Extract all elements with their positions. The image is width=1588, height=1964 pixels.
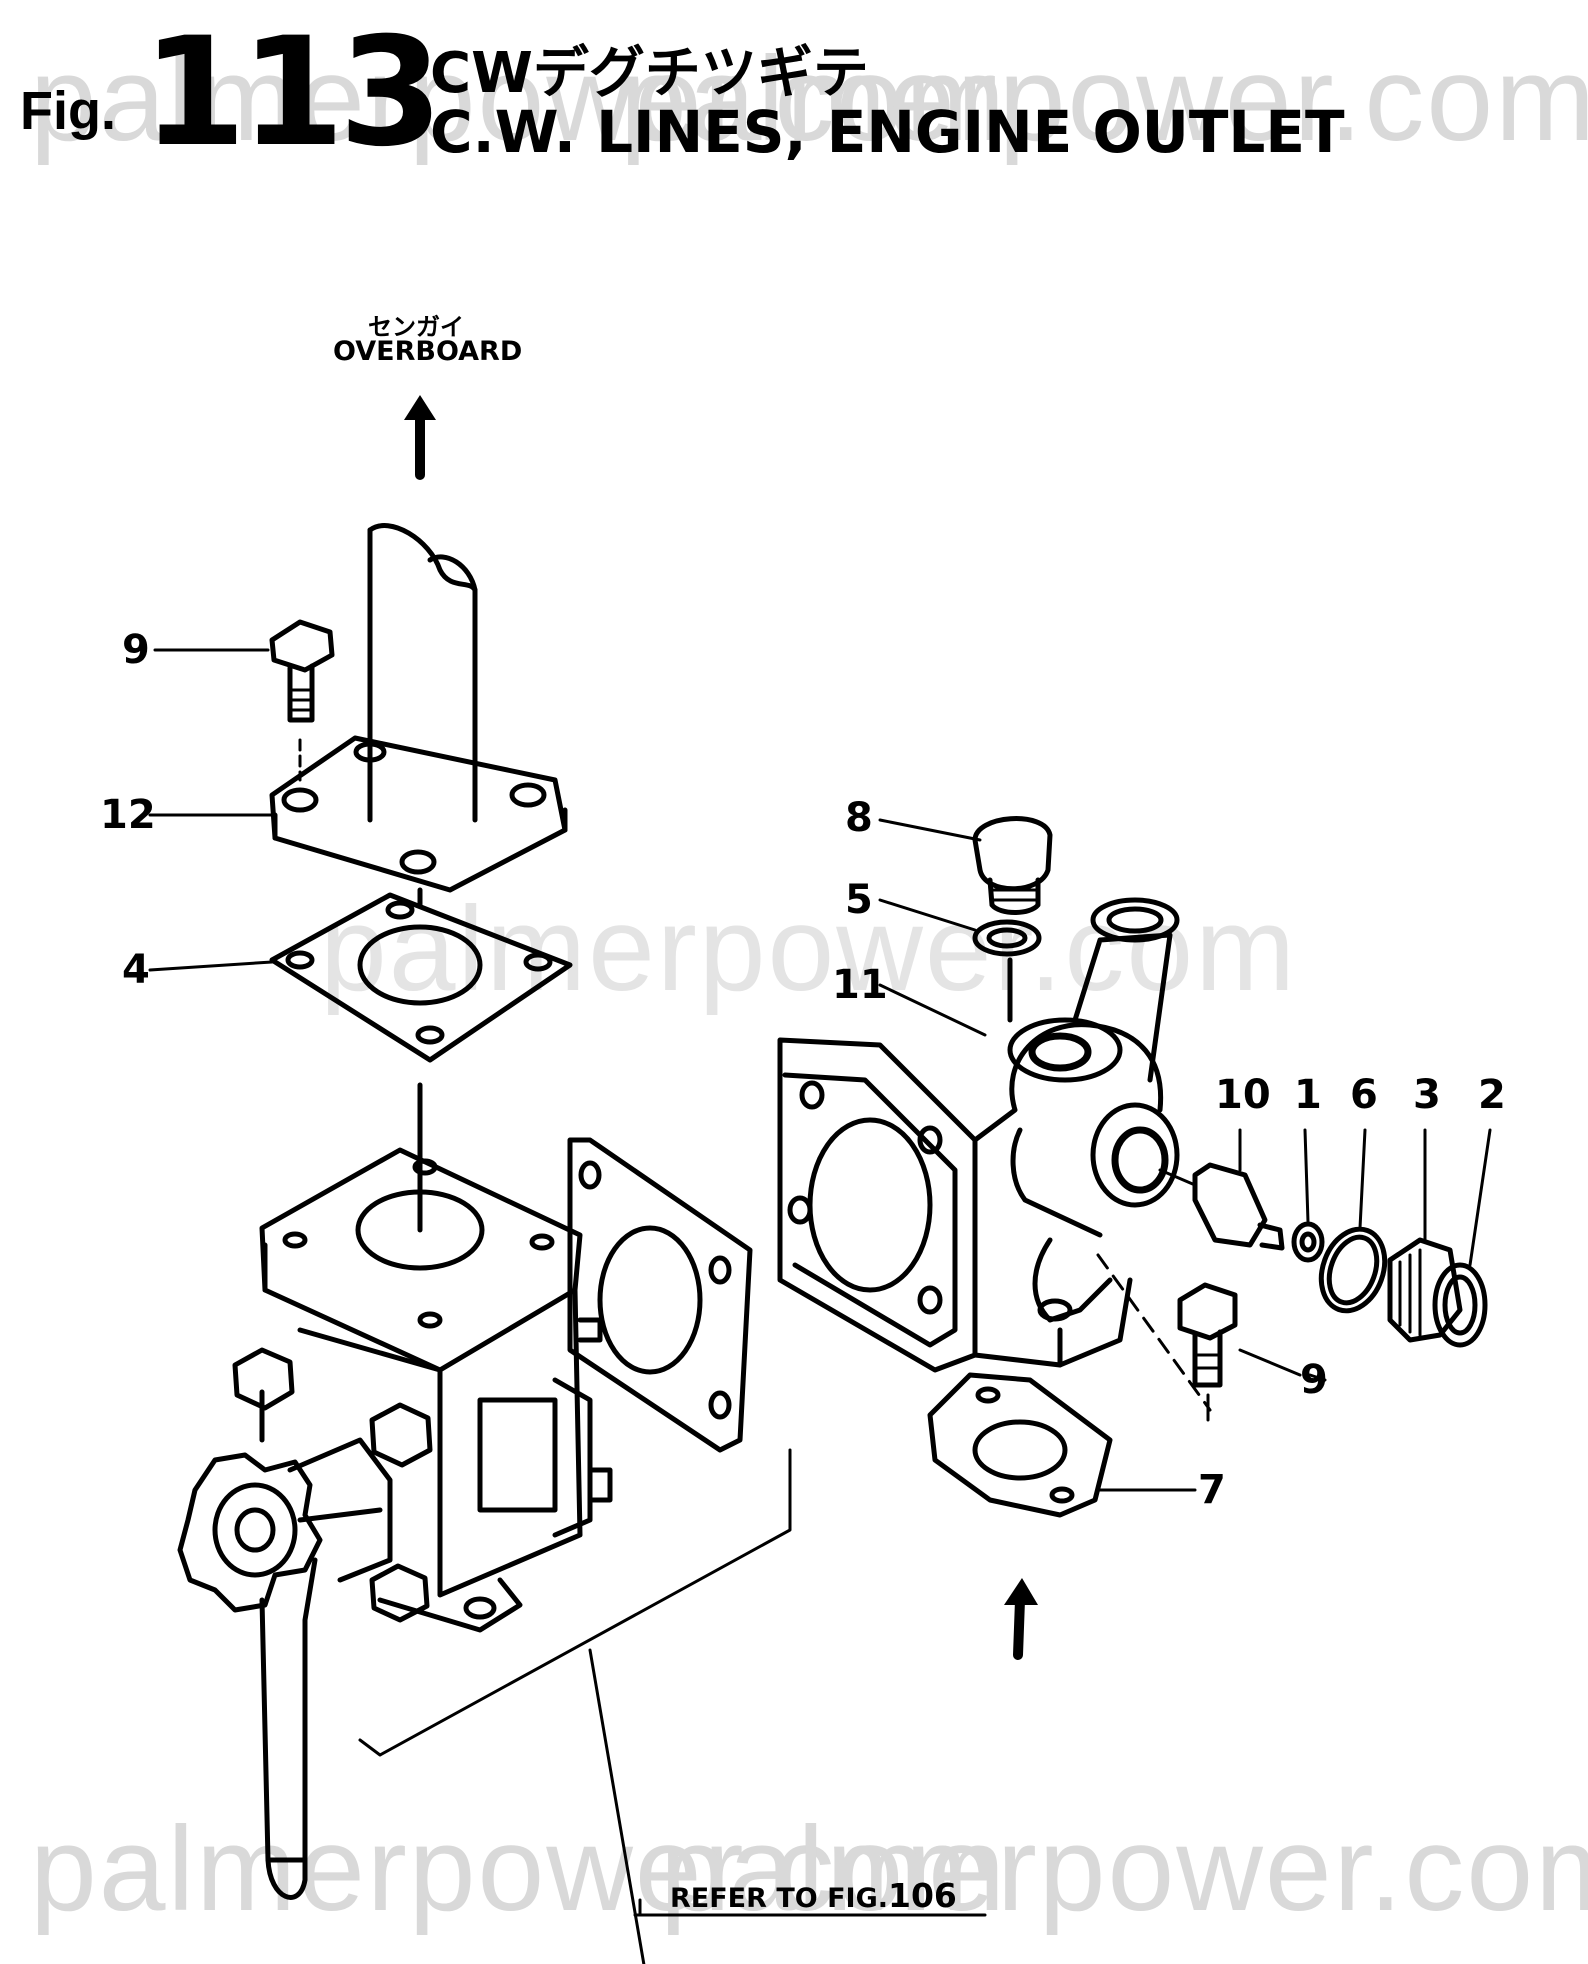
sea-cock-valve-body <box>259 1147 613 1633</box>
refer-text: REFER TO FIG. <box>670 1883 888 1914</box>
callout-9-left: 9 <box>122 627 150 673</box>
callout-6: 6 <box>1350 1072 1378 1118</box>
refer-bracket <box>358 1448 987 1964</box>
outlet-housing-11 <box>777 897 1180 1373</box>
title-english: C.W. LINES, ENGINE OUTLET <box>430 98 1345 166</box>
pipe-flange-12 <box>269 735 568 908</box>
callout-2: 2 <box>1478 1072 1506 1118</box>
plug-8 <box>972 816 1053 915</box>
watermark-top-right: palmerpower.com <box>620 32 1588 166</box>
fig-word: Fig. <box>20 81 116 141</box>
overboard-label-en: OVERBOARD <box>333 336 523 367</box>
figure-number: 113 <box>142 6 443 180</box>
o-ring-6 <box>1318 1226 1388 1314</box>
refer-fig-number: 106 <box>888 1876 957 1915</box>
title-japanese: CWデグチツギテ <box>430 41 869 106</box>
callout-1: 1 <box>1294 1072 1322 1118</box>
overboard-label-jp: センガイ <box>368 313 464 341</box>
gasket-7 <box>927 1372 1113 1518</box>
leader-lines <box>148 648 1492 1492</box>
overboard-arrow-icon <box>404 395 436 480</box>
callout-9-right: 9 <box>1300 1357 1328 1403</box>
callout-11: 11 <box>832 962 888 1008</box>
plug-2 <box>1432 1262 1488 1348</box>
valve-cap-nuts <box>232 1347 433 1623</box>
watermark-middle: palmerpower.com <box>320 882 1298 1016</box>
bolt-9-right <box>1096 1253 1238 1422</box>
valve-lever-handle <box>259 1557 318 1900</box>
valve-side-gasket <box>567 1137 753 1453</box>
callout-12: 12 <box>100 792 156 838</box>
callout-4: 4 <box>122 947 150 993</box>
handwheel-icon <box>177 1437 393 1613</box>
callout-5: 5 <box>845 877 873 923</box>
fitting-10 <box>1158 1162 1285 1251</box>
bolt-9-left <box>269 619 335 782</box>
watermark-top: palmerpower.com <box>30 32 1008 166</box>
refer-label: REFER TO FIG.106 <box>670 1876 957 1915</box>
callout-8: 8 <box>845 795 873 841</box>
callout-3: 3 <box>1413 1072 1441 1118</box>
callout-10: 10 <box>1215 1072 1271 1118</box>
callout-7: 7 <box>1198 1467 1226 1513</box>
inlet-arrow-icon <box>1004 1578 1038 1660</box>
gasket-4 <box>269 892 573 1233</box>
washer-5 <box>972 919 1042 1023</box>
washer-1 <box>1291 1221 1325 1263</box>
outlet-pipe <box>367 523 478 823</box>
